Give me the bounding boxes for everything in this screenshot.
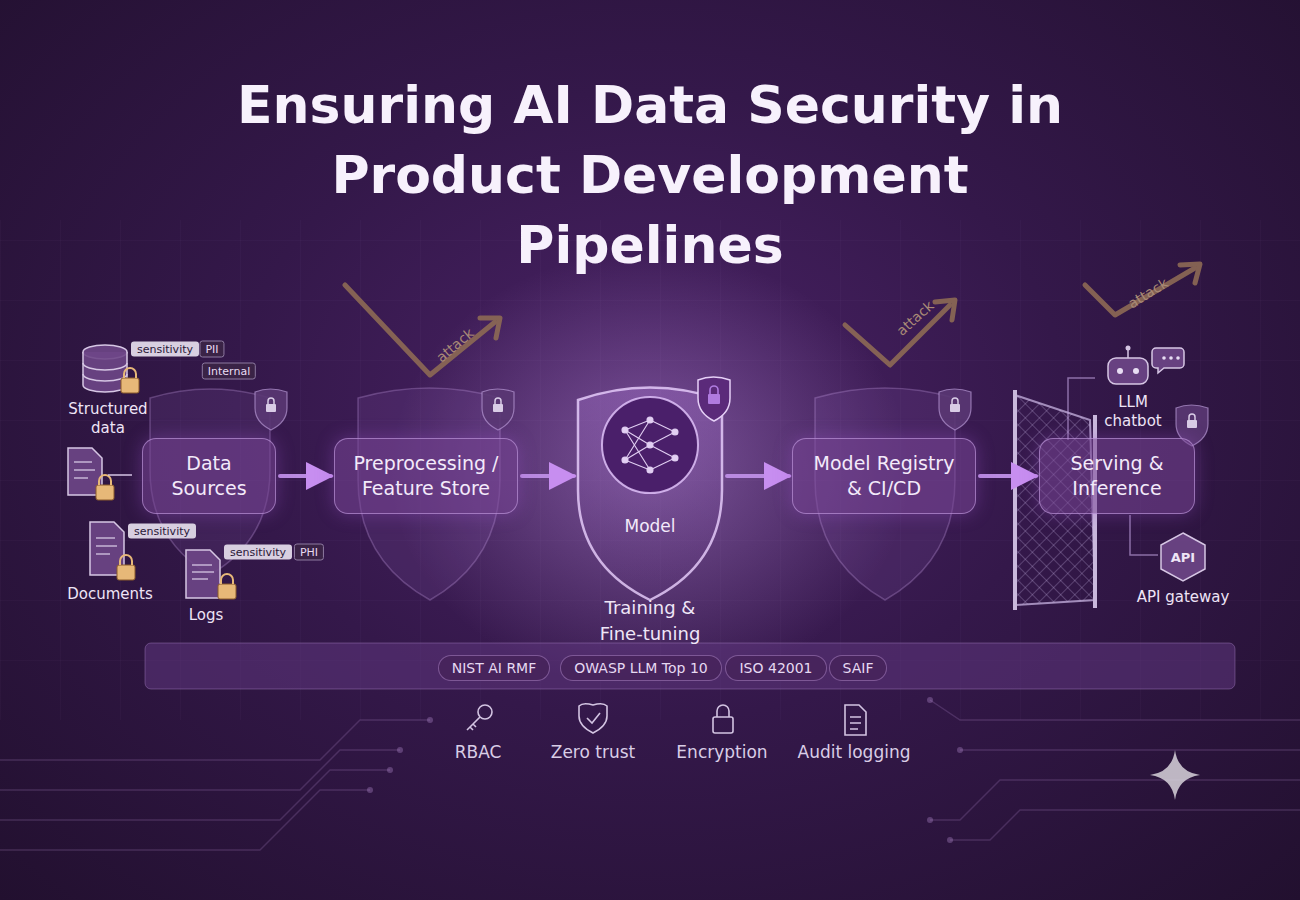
icon-label: Zero trust [551,742,635,762]
framework-pill: OWASP LLM Top 10 [560,655,722,681]
model-shield: ModelTraining & Fine-tuning [575,380,725,572]
flow-arrow [727,474,789,478]
framework-pill: SAIF [829,655,888,681]
process-box: Model Registry & CI/CD [792,438,976,514]
node-label: ISO 42001 [729,660,822,676]
title-block: Ensuring AI Data Security in Product Dev… [0,70,1300,280]
sensitivity-tag: sensitivity [131,342,199,357]
node-label: Data Sources [143,451,275,501]
icon-label: Encryption [676,742,767,762]
process-box: Data Sources [142,438,276,514]
node-label: Model Registry & CI/CD [793,451,975,501]
framework-pill: NIST AI RMF [438,655,551,681]
node-label: SAIF [833,660,884,676]
icon-label: Documents [67,585,153,604]
node-label: Preprocessing / Feature Store [335,451,517,501]
node-label: NIST AI RMF [442,660,547,676]
sensitivity-tag: PII [199,341,224,358]
icon-label: Logs [189,606,224,625]
icon-label: Audit logging [798,742,911,762]
icon-label: API [1171,548,1195,567]
sensitivity-tag: PHI [294,544,324,561]
title-text: Ensuring AI Data Security in Product Dev… [200,70,1100,280]
icon-label: RBAC [455,742,502,762]
process-box: Serving & Inference [1039,438,1195,514]
node-label: Serving & Inference [1040,451,1194,501]
framework-pill: ISO 42001 [725,655,826,681]
sensitivity-tag: sensitivity [224,545,292,560]
sensitivity-tag: Internal [202,363,256,380]
icon-label: Structured data [63,400,153,438]
flow-arrow [280,474,331,478]
icon-label: LLM chatbot [1088,393,1178,431]
sensitivity-tag: sensitivity [128,524,196,539]
process-box: Preprocessing / Feature Store [334,438,518,514]
node-label: Model [555,516,745,536]
node-label: OWASP LLM Top 10 [564,660,717,676]
flow-arrow [522,474,574,478]
icon-label: API gateway [1137,588,1230,607]
node-caption: Training & Fine-tuning [555,595,745,647]
flow-arrow [980,474,1036,478]
